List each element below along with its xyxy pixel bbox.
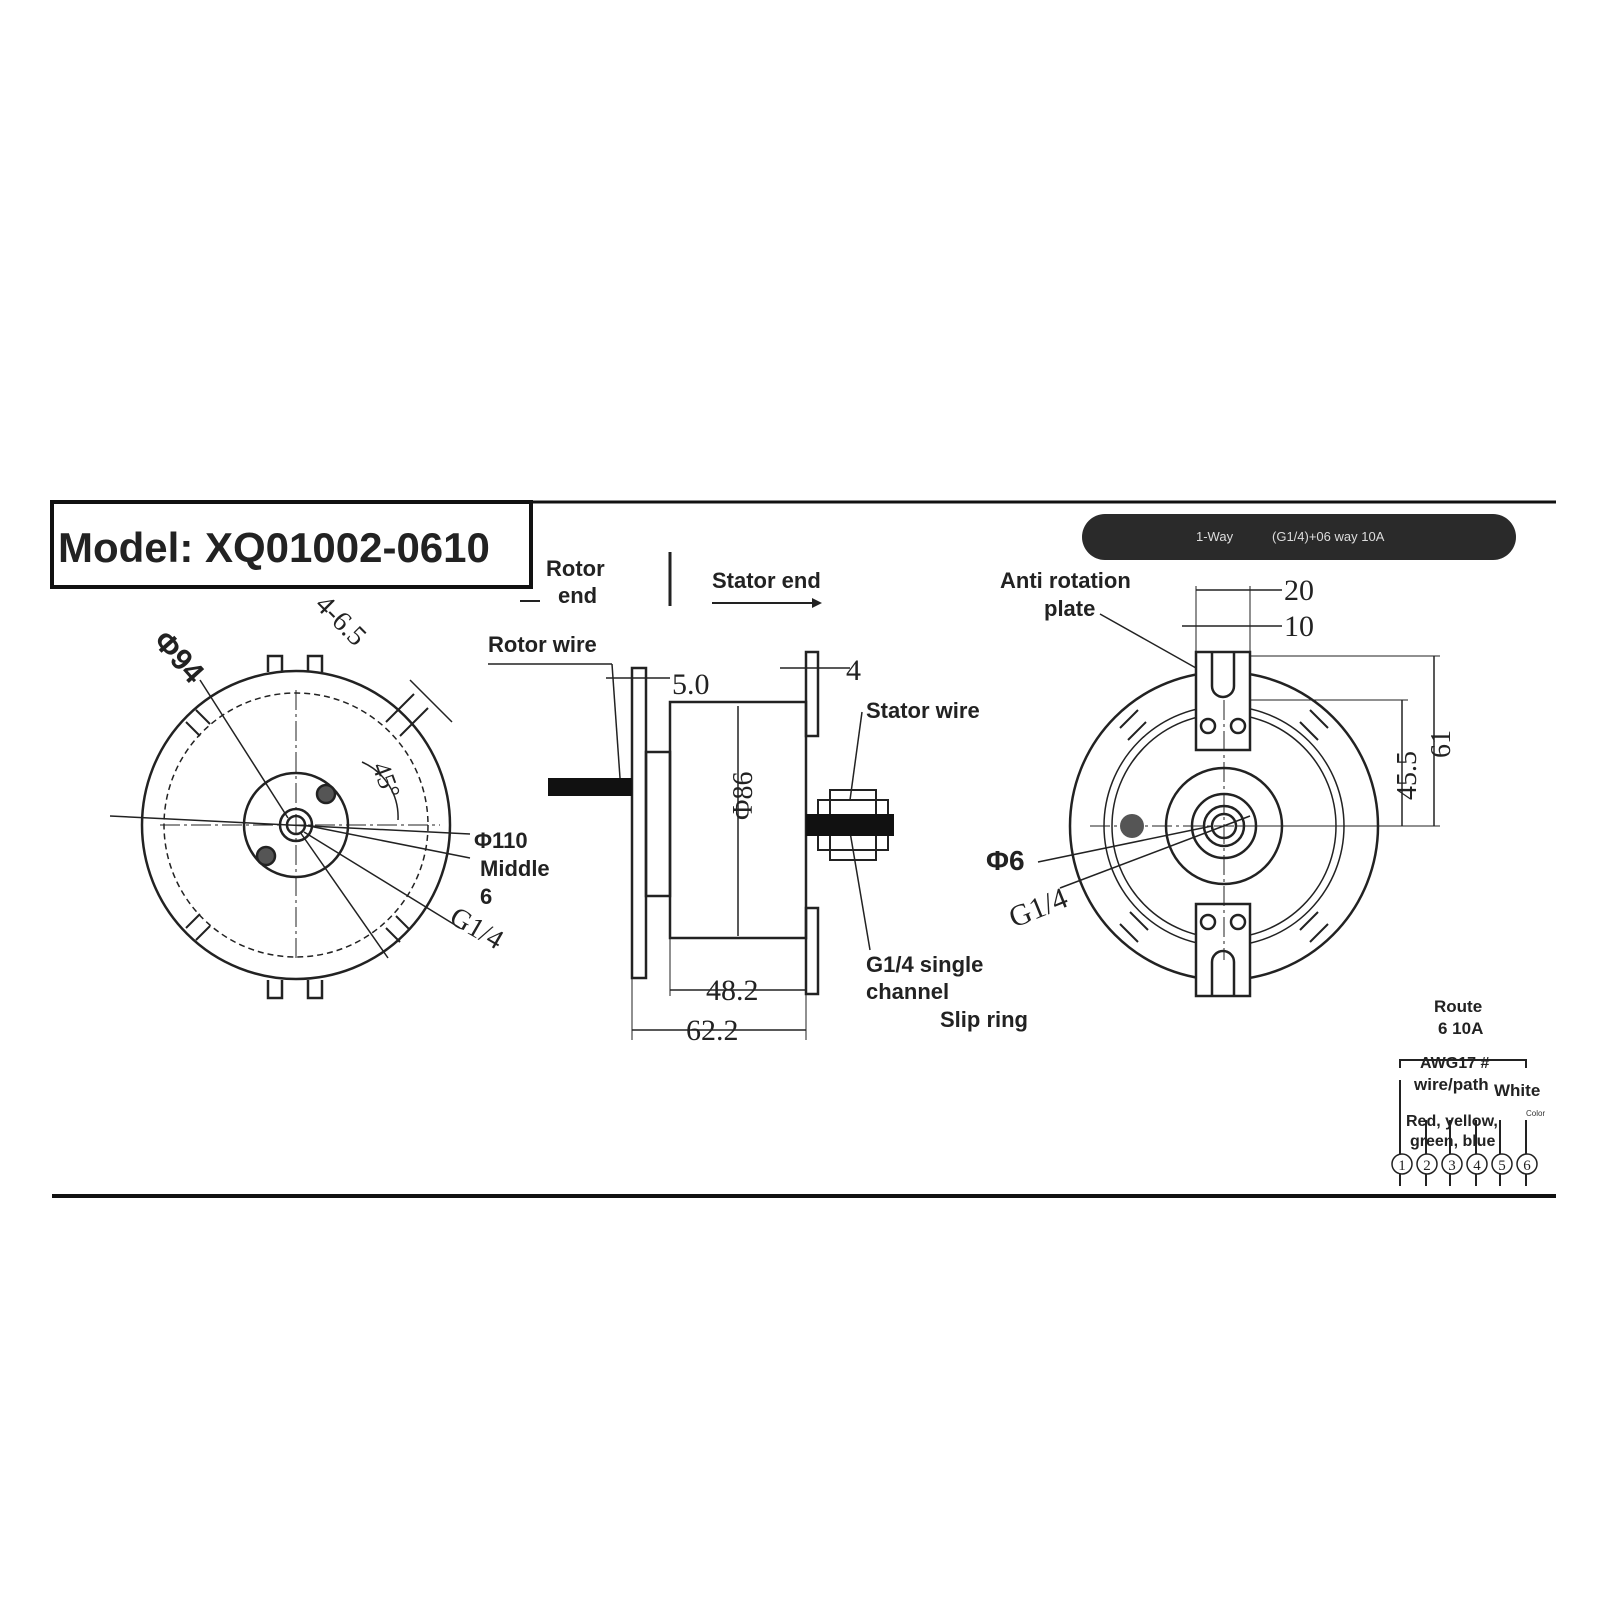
wire-number-3: 3 xyxy=(1441,1153,1463,1175)
route-label-2: 6 10A xyxy=(1438,1019,1483,1038)
front-view xyxy=(109,654,471,1000)
spec-badge: 1-Way (G1/4)+06 way 10A xyxy=(1082,514,1516,560)
wire-number-5-text: 5 xyxy=(1498,1158,1506,1174)
dim-flange-label: 5.0 xyxy=(672,668,710,701)
dim-bore-label: Φ6 xyxy=(986,845,1025,876)
wire-number-circles: 1 2 3 4 5 6 xyxy=(1391,1153,1538,1175)
wire-number-6: 6 xyxy=(1516,1153,1538,1175)
rotor-end-label-1: Rotor xyxy=(546,556,605,581)
front-port-label: G1/4 xyxy=(445,901,509,956)
dim-dia-label: Φ86 xyxy=(728,772,759,820)
note-line-2: channel xyxy=(866,979,949,1004)
wire-number-3-text: 3 xyxy=(1448,1158,1456,1174)
middle-label-2: 6 xyxy=(480,884,492,909)
badge-left: 1-Way xyxy=(1196,529,1234,544)
dim-total-label: 62.2 xyxy=(686,1014,739,1047)
title-box: Model: XQ01002-0610 xyxy=(50,500,533,589)
colors-label-1: Red, yellow, xyxy=(1406,1113,1498,1130)
dim-outer-label: Φ110 xyxy=(474,828,528,853)
stator-wire-label: Stator wire xyxy=(866,698,980,723)
wire-path-label: wire/path xyxy=(1413,1075,1489,1094)
dim-61-label: 61 xyxy=(1426,730,1457,758)
middle-label-1: Middle xyxy=(480,856,550,881)
back-view xyxy=(1037,586,1440,998)
back-port xyxy=(1120,814,1144,838)
wire-number-6-text: 6 xyxy=(1523,1158,1531,1174)
note-line-3: Slip ring xyxy=(940,1007,1028,1032)
anti-rotation-label-2: plate xyxy=(1044,596,1095,621)
rotor-end-label-2: end xyxy=(558,583,597,608)
wire-number-4: 4 xyxy=(1466,1153,1488,1175)
wire-number-1-text: 1 xyxy=(1398,1158,1406,1174)
wire-number-4-text: 4 xyxy=(1473,1158,1481,1174)
model-title: Model: XQ01002-0610 xyxy=(58,524,490,571)
rotor-wire-leader-2 xyxy=(611,663,621,779)
wire-number-2-text: 2 xyxy=(1423,1158,1431,1174)
rotor-shaft xyxy=(548,778,632,796)
anti-rotation-label-1: Anti rotation xyxy=(1000,568,1131,593)
stator-end-label: Stator end xyxy=(712,568,821,593)
dim-body-label: 48.2 xyxy=(706,974,759,1007)
awg-label: AWG17 # xyxy=(1420,1055,1489,1072)
dim-20-label: 20 xyxy=(1284,574,1314,607)
white-label: White xyxy=(1494,1081,1540,1100)
dim-flange-right-label: 4 xyxy=(846,654,861,687)
route-label-1: Route xyxy=(1434,997,1482,1016)
back-port-label: G1/4 xyxy=(1004,881,1072,934)
wire-number-2: 2 xyxy=(1416,1153,1438,1175)
dim-holes-label: 4-6.5 xyxy=(309,589,372,652)
dim-10-label: 10 xyxy=(1284,610,1314,643)
stator-shaft xyxy=(806,814,894,836)
badge-right: (G1/4)+06 way 10A xyxy=(1272,529,1385,544)
note-line-1: G1/4 single xyxy=(866,952,983,977)
wire-number-5: 5 xyxy=(1491,1153,1513,1175)
wire-number-1: 1 xyxy=(1391,1153,1413,1175)
color-label: Color xyxy=(1526,1109,1545,1118)
rotor-wire-label: Rotor wire xyxy=(488,632,597,657)
colors-label-2: green, blue xyxy=(1410,1133,1495,1150)
dim-angle-label: 45° xyxy=(366,758,406,802)
dim-45-label: 45.5 xyxy=(1392,751,1423,800)
stator-arrow-head xyxy=(812,598,822,608)
